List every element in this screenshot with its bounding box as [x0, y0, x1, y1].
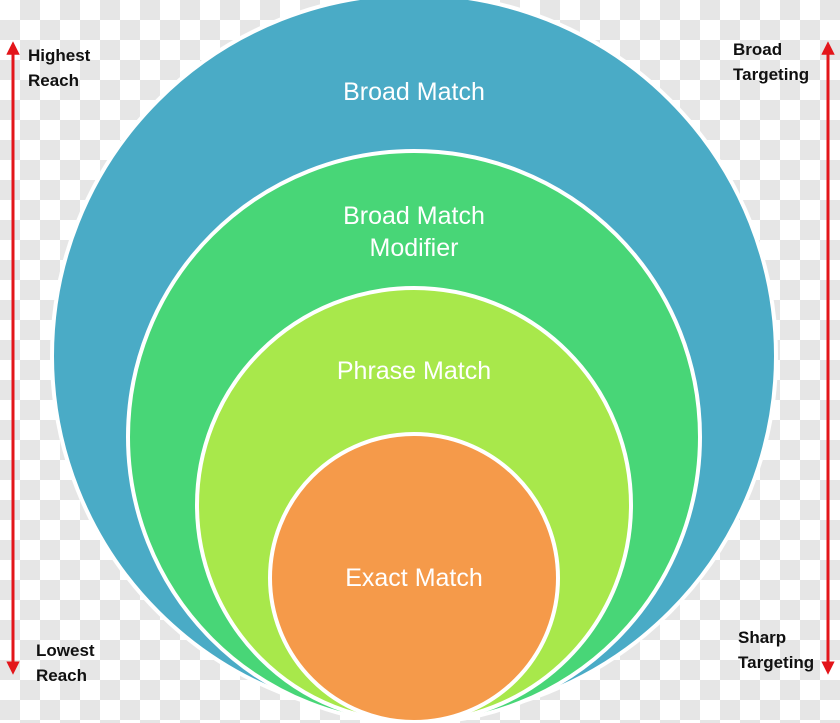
- label-broad-targeting: Broad Targeting: [733, 37, 809, 87]
- ring-label-exact-match: Exact Match: [345, 564, 483, 592]
- label-line: Targeting: [733, 65, 810, 84]
- label-sharp-targeting: Sharp Targeting: [738, 625, 814, 675]
- label-line: Highest: [28, 46, 91, 65]
- label-line: Reach: [28, 71, 80, 90]
- ring-label-broad-match-modifier-line2: Modifier: [370, 234, 459, 262]
- label-line: Reach: [36, 666, 88, 685]
- label-line: Targeting: [738, 653, 815, 672]
- label-highest-reach: Highest Reach: [28, 43, 90, 93]
- label-line: Lowest: [36, 641, 95, 660]
- ring-exact-match: [268, 432, 560, 723]
- ring-label-broad-match-modifier-line1: Broad Match: [343, 202, 485, 230]
- ring-label-broad-match: Broad Match: [343, 78, 485, 106]
- ring-label-phrase-match: Phrase Match: [337, 357, 491, 385]
- label-line: Broad: [733, 40, 783, 59]
- label-line: Sharp: [738, 628, 787, 647]
- label-lowest-reach: Lowest Reach: [36, 638, 95, 688]
